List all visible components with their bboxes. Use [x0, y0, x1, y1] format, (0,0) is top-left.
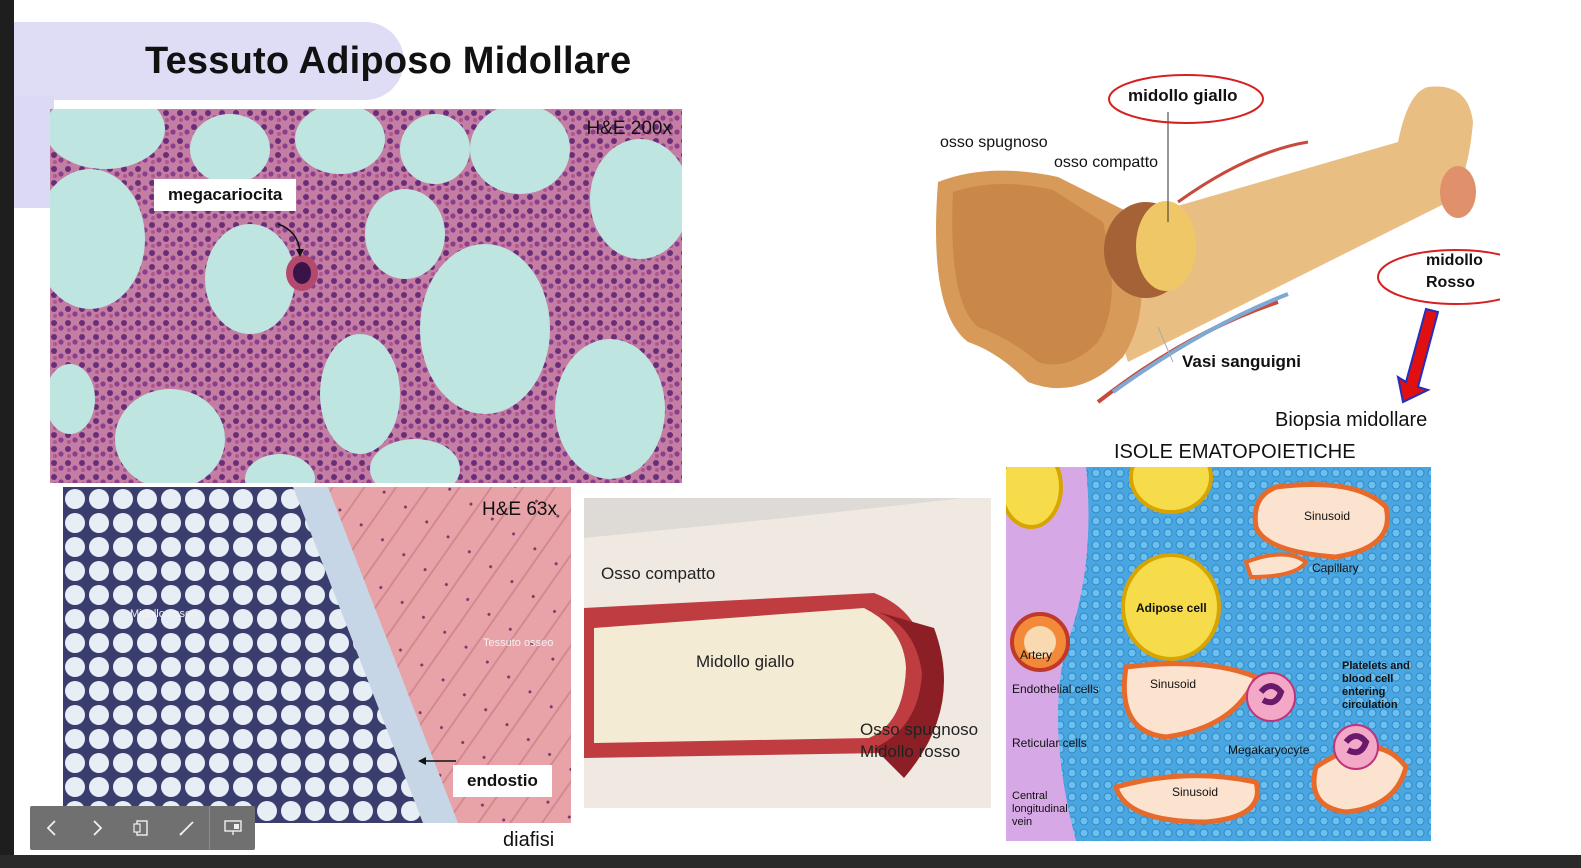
marrow-label: Midollo osseo [130, 608, 198, 620]
left-edge [0, 0, 14, 868]
bone-marrow-illustration [1006, 467, 1431, 841]
slides-icon [133, 820, 148, 836]
bottom-edge-bar [0, 855, 1581, 868]
yellow-marrow-label: Midollo giallo [696, 652, 795, 671]
platelets-label-line1: Platelets and [1342, 660, 1410, 672]
compact-bone-label: Osso compatto [601, 564, 716, 583]
adipose-cell-label: Adipose cell [1136, 601, 1207, 615]
slide-nav-toolbar [30, 806, 255, 850]
platelets-label-line2: blood cell [1342, 673, 1394, 685]
endostium-arrow [418, 757, 456, 765]
endostium-label: endostio [453, 765, 552, 797]
sinusoid-bottom-label: Sinusoid [1172, 785, 1219, 799]
sinusoid-top-label: Sinusoid [1304, 509, 1351, 523]
artery-label: Artery [1020, 648, 1053, 662]
slides-overview-button[interactable] [120, 806, 165, 850]
next-icon [93, 820, 103, 836]
endothelial-cells-label: Endothelial cells [1012, 682, 1099, 696]
prev-slide-button[interactable] [30, 806, 75, 850]
bone-section-image [584, 498, 991, 808]
title-highlight [14, 22, 404, 100]
presenter-icon [223, 820, 242, 835]
diaphysis-caption: diafisi [503, 829, 555, 851]
long-bone-illustration [936, 74, 1500, 404]
yellow-marrow-diagram-label: midollo giallo [1128, 86, 1238, 105]
bone-marrow-diagram: Sinusoid Capillary Adipose cell Artery E… [1006, 467, 1431, 841]
pen-icon [179, 821, 194, 836]
toolbar-separator [209, 806, 211, 850]
long-bone-diagram: midollo giallo osso spugnoso osso compat… [928, 72, 1500, 417]
platelets-label-line3: entering [1342, 686, 1386, 698]
micrograph-63x: H&E 63x Midollo osseo Tessuto osseo endo… [63, 487, 571, 823]
compact-bone-diagram-label: osso compatto [1054, 154, 1159, 171]
central-vein-label-line1: Central [1012, 790, 1048, 802]
spongy-bone-label: Osso spugnoso [860, 720, 979, 739]
platelets-label-line4: circulation [1342, 699, 1398, 711]
slide-title: Tessuto Adiposo Midollare [145, 40, 632, 82]
hematopoietic-islands-heading: ISOLE EMATOPOIETICHE [1114, 441, 1356, 463]
biopsy-caption: Biopsia midollare [1275, 409, 1428, 431]
reticular-cells-label: Reticular cells [1012, 736, 1087, 750]
capillary-label: Capillary [1312, 561, 1359, 575]
title-highlight-tail [14, 96, 54, 208]
presenter-view-button[interactable] [210, 806, 255, 850]
sinusoid-mid-label: Sinusoid [1150, 677, 1197, 691]
red-marrow-diagram-label-line2: Rosso [1426, 274, 1475, 291]
red-marrow-diagram-label-line1: midollo [1426, 252, 1483, 269]
megakaryocyte-diagram-label: Megakaryocyte [1228, 743, 1310, 757]
pen-tool-button[interactable] [164, 806, 209, 850]
stain-label-200x: H&E 200x [586, 118, 672, 139]
spongy-bone-diagram-label: osso spugnoso [940, 134, 1048, 151]
prev-icon [47, 820, 57, 836]
next-slide-button[interactable] [75, 806, 120, 850]
megakaryocyte-label: megacariocita [154, 179, 297, 211]
central-vein-label-line3: vein [1012, 816, 1033, 828]
blood-vessels-label: Vasi sanguigni [1182, 352, 1302, 371]
central-vein-label-line2: longitudinal [1012, 803, 1068, 815]
micrograph-200x-image [50, 109, 682, 483]
bone-tissue-label: Tessuto osseo [483, 637, 554, 649]
stain-label-63x: H&E 63x [482, 499, 557, 520]
bone-section-photo: Osso compatto Midollo giallo Osso spugno… [584, 498, 991, 808]
red-marrow-label: Midollo rosso [860, 742, 961, 761]
micrograph-200x: H&E 200x megacariocita [50, 109, 682, 483]
